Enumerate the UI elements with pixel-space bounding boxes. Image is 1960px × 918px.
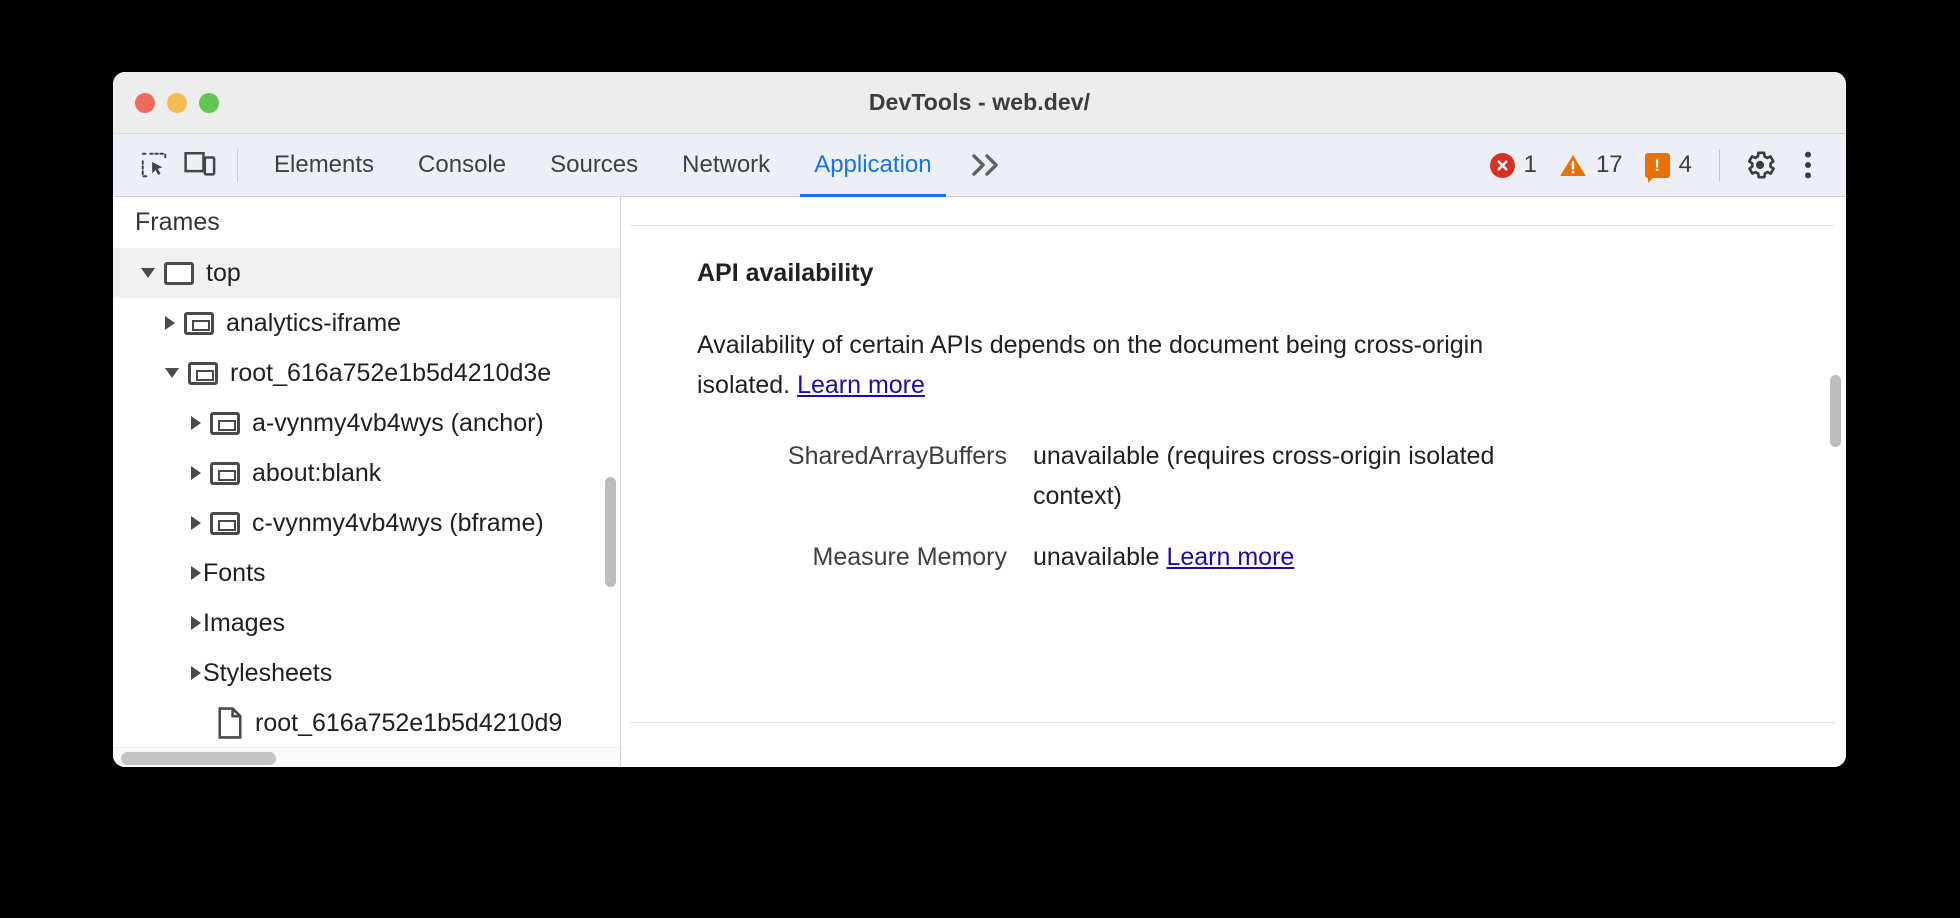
frame-window-icon [164,261,194,285]
toolbar-status-area: 1 17 ! 4 [1479,141,1832,189]
chevron-down-icon[interactable] [165,368,179,378]
tab-console[interactable]: Console [396,134,528,197]
toolbar-right-divider [1719,149,1720,181]
minimize-window-button[interactable] [167,92,187,113]
tree-item-label: Images [203,608,285,637]
toolbar-divider [237,148,238,182]
tree-item-images[interactable]: Images [113,598,620,648]
tab-elements[interactable]: Elements [252,134,396,197]
devtools-toolbar: Elements Console Sources Network Applica… [113,134,1846,197]
traffic-lights [135,92,219,113]
document-icon [217,707,243,739]
application-main-panel: API availability Availability of certain… [621,197,1846,767]
error-count: 1 [1523,151,1537,178]
issue-counter[interactable]: ! 4 [1634,151,1703,183]
issue-glyph: ! [1654,155,1660,175]
tab-network-label: Network [682,151,771,178]
panel-tabs: Elements Console Sources Network Applica… [252,134,1020,197]
tree-item-label: a-vynmy4vb4wys (anchor) [252,408,544,437]
tree-item-label: root_616a752e1b5d4210d3e [230,358,552,387]
section-divider-bottom [630,722,1835,723]
error-icon [1489,152,1515,178]
api-value: unavailable Learn more [1033,538,1294,578]
main-vertical-scrollbar[interactable] [1830,375,1841,447]
section-divider-top [630,225,1835,226]
table-row: SharedArrayBuffers unavailable (requires… [773,437,1846,516]
issue-icon: ! [1644,152,1670,183]
frames-tree: top analytics-iframe root_616a752e1b5d42… [113,248,620,748]
tree-item-label: analytics-iframe [226,308,402,337]
tree-item-label: about:blank [252,458,382,487]
table-row: Measure Memory unavailable Learn more [773,538,1846,578]
learn-more-link[interactable]: Learn more [797,370,925,399]
tree-item-fonts[interactable]: Fonts [113,548,620,598]
chevron-right-icon[interactable] [191,566,201,580]
tree-item-label: top [206,258,241,287]
tree-item-top[interactable]: top [113,248,620,298]
tree-item-analytics-iframe[interactable]: analytics-iframe [113,298,620,348]
tree-item-stylesheets[interactable]: Stylesheets [113,648,620,698]
tree-item-label: Stylesheets [203,658,333,687]
api-status: unavailable [1033,442,1160,470]
tree-item-about-blank[interactable]: about:blank [113,448,620,498]
issue-count: 4 [1678,151,1692,178]
sidebar-horizontal-scrollbar-thumb[interactable] [121,752,276,765]
device-toolbar-icon[interactable] [177,142,223,188]
zoom-window-button[interactable] [199,92,219,113]
tab-application[interactable]: Application [792,134,953,197]
window-title: DevTools - web.dev/ [868,89,1091,115]
tab-application-label: Application [814,151,932,178]
api-status: unavailable [1033,543,1160,571]
section-description-text: Availability of certain APIs depends on … [697,331,1484,399]
section-description: Availability of certain APIs depends on … [697,326,1487,405]
sidebar-vertical-scrollbar[interactable] [605,477,616,587]
frame-icon [210,511,240,535]
tree-item-label: Fonts [203,558,266,587]
api-availability-table: SharedArrayBuffers unavailable (requires… [773,437,1846,578]
sidebar-header-title: Frames [113,197,620,248]
page-title: API availability [697,259,874,287]
frame-icon [210,461,240,485]
tree-item-anchor-frame[interactable]: a-vynmy4vb4wys (anchor) [113,398,620,448]
window-titlebar: DevTools - web.dev/ [113,72,1846,134]
error-counter[interactable]: 1 [1479,151,1548,179]
inspect-element-icon[interactable] [131,142,177,188]
sidebar-horizontal-scrollbar-track[interactable] [113,747,620,767]
tree-item-bframe[interactable]: c-vynmy4vb4wys (bframe) [113,498,620,548]
api-note: (requires cross-origin isolated context) [1033,442,1495,510]
frame-icon [188,361,218,385]
tab-sources-label: Sources [550,151,639,178]
devtools-body: Frames top analytics-iframe root_616a752… [113,197,1846,767]
measure-memory-learn-more-link[interactable]: Learn more [1166,543,1295,571]
warning-count: 17 [1595,151,1623,178]
frame-icon [184,311,214,335]
frame-icon [210,411,240,435]
tab-sources[interactable]: Sources [528,134,660,197]
more-tabs-chevron-icon[interactable] [954,134,1020,197]
chevron-right-icon[interactable] [191,516,201,530]
api-name: SharedArrayBuffers [787,442,1007,470]
close-window-button[interactable] [135,92,155,113]
tree-item-label: c-vynmy4vb4wys (bframe) [252,508,544,537]
warning-counter[interactable]: 17 [1548,151,1634,179]
tree-item-label: root_616a752e1b5d4210d9 [255,708,563,737]
chevron-right-icon[interactable] [191,666,201,680]
warning-icon [1559,153,1587,178]
chevron-right-icon[interactable] [165,316,175,330]
tab-console-label: Console [418,151,507,178]
api-value: unavailable (requires cross-origin isola… [1033,437,1533,516]
chevron-down-icon[interactable] [141,268,155,278]
frames-sidebar: Frames top analytics-iframe root_616a752… [113,197,621,767]
chevron-right-icon[interactable] [191,416,201,430]
chevron-right-icon[interactable] [191,466,201,480]
tab-elements-label: Elements [274,151,375,178]
api-name: Measure Memory [812,543,1008,571]
tree-item-root-document[interactable]: root_616a752e1b5d4210d9 [113,698,620,748]
more-vertical-icon[interactable] [1784,141,1832,189]
tab-network[interactable]: Network [660,134,792,197]
tree-item-root-frame[interactable]: root_616a752e1b5d4210d3e [113,348,620,398]
devtools-window: DevTools - web.dev/ Elements Console [113,72,1846,767]
gear-icon[interactable] [1736,141,1784,189]
chevron-right-icon[interactable] [191,616,201,630]
